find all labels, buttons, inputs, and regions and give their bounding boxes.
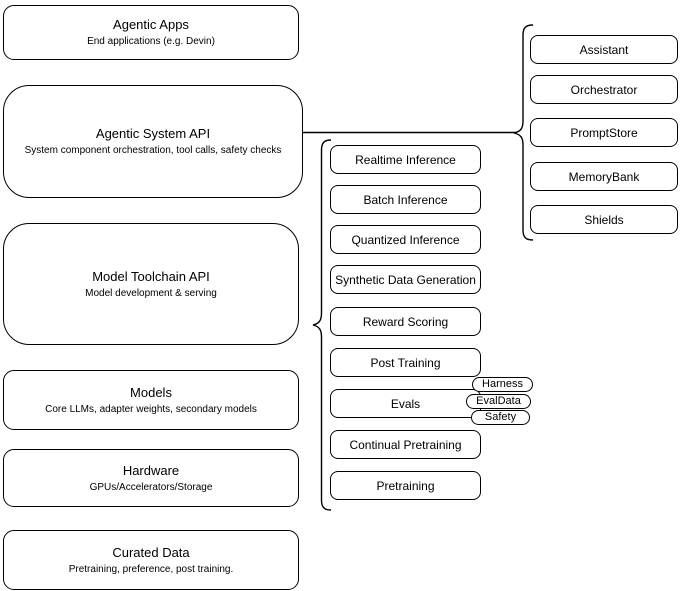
node-subtitle: Core LLMs, adapter weights, secondary mo… [45, 403, 257, 415]
node-hardware: Hardware GPUs/Accelerators/Storage [3, 449, 299, 507]
node-assistant: Assistant [530, 35, 678, 64]
node-evals: Evals [330, 389, 481, 418]
node-title: Models [130, 384, 172, 400]
node-memorybank: MemoryBank [530, 162, 678, 191]
tag-evaldata: EvalData [466, 394, 531, 409]
node-batch-inference: Batch Inference [330, 185, 481, 214]
node-shields: Shields [530, 205, 678, 234]
node-subtitle: Model development & serving [85, 287, 217, 299]
tag-safety: Safety [471, 410, 530, 425]
node-title: Curated Data [112, 544, 190, 560]
node-orchestrator: Orchestrator [530, 75, 678, 104]
node-quantized-inference: Quantized Inference [330, 225, 481, 254]
node-subtitle: System component orchestration, tool cal… [24, 145, 282, 156]
tag-harness: Harness [472, 377, 533, 392]
node-realtime-inference: Realtime Inference [330, 145, 481, 174]
node-subtitle: End applications (e.g. Devin) [87, 36, 215, 47]
node-reward-scoring: Reward Scoring [330, 307, 481, 336]
node-subtitle: GPUs/Accelerators/Storage [89, 481, 213, 493]
node-title: Hardware [122, 462, 180, 478]
node-model-toolchain-api: Model Toolchain API Model development & … [3, 223, 299, 345]
node-models: Models Core LLMs, adapter weights, secon… [3, 370, 299, 430]
node-subtitle: Pretraining, preference, post training. [68, 563, 234, 575]
node-title: Agentic System API [95, 126, 211, 141]
node-continual-pretraining: Continual Pretraining [330, 430, 481, 459]
node-pretraining: Pretraining [330, 471, 481, 500]
node-promptstore: PromptStore [530, 118, 678, 147]
node-synthetic-data-generation: Synthetic Data Generation [330, 265, 481, 294]
brace-toolchain-services [312, 139, 332, 511]
node-curated-data: Curated Data Pretraining, preference, po… [3, 530, 299, 590]
node-agentic-apps: Agentic Apps End applications (e.g. Devi… [3, 5, 299, 60]
node-title: Model Toolchain API [92, 268, 210, 284]
node-title: Agentic Apps [113, 17, 189, 32]
node-agentic-system-api: Agentic System API System component orch… [3, 85, 303, 198]
node-post-training: Post Training [330, 348, 481, 377]
